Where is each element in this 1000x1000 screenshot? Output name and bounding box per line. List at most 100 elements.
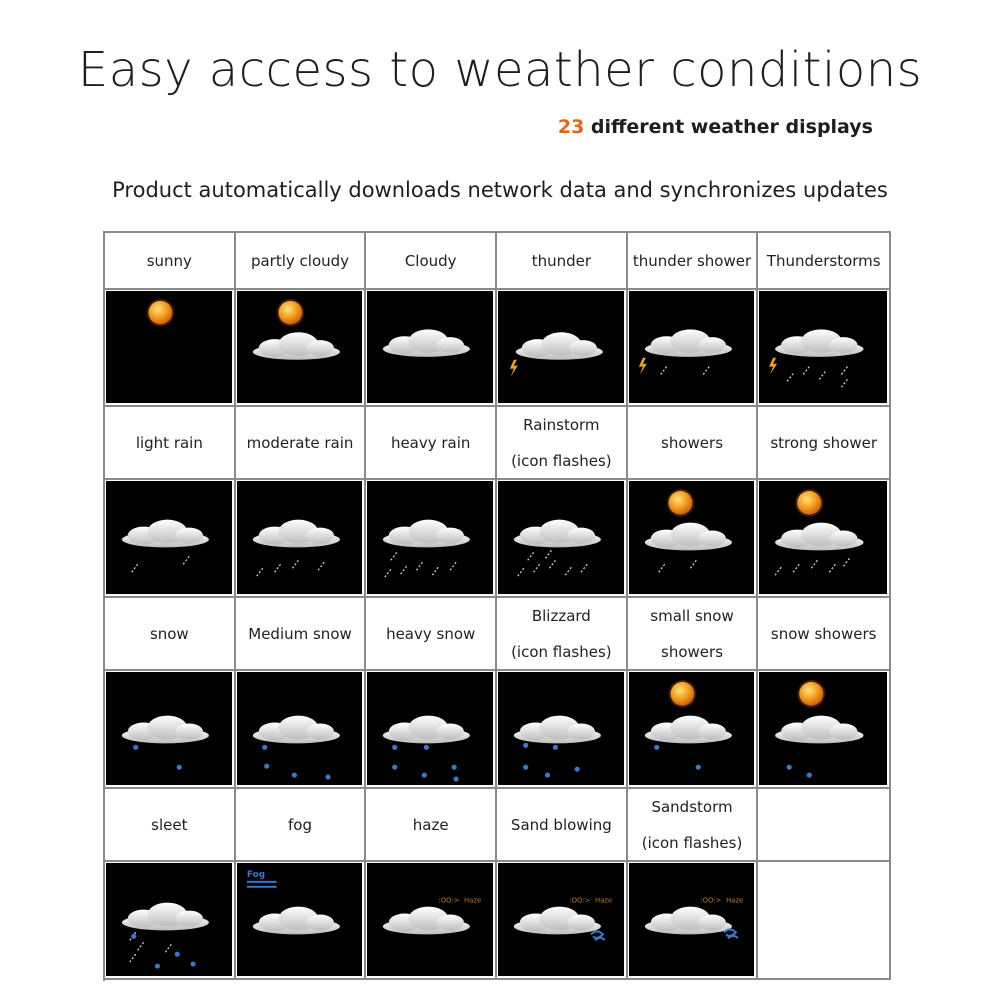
weather-icon-cell xyxy=(105,480,236,598)
snow-flake xyxy=(786,764,793,770)
snow-flake xyxy=(154,963,161,969)
snow-flake xyxy=(453,776,459,782)
svg-text::OO:>: :OO:> xyxy=(439,897,460,905)
weather-label: moderate rain xyxy=(235,407,367,480)
haze-label: :OO:>Haze xyxy=(439,897,482,905)
sun-cloud-icon-graphic xyxy=(252,298,340,360)
weather-label: thunder xyxy=(497,233,628,290)
weather-label: Sandstorm(icon flashes) xyxy=(627,789,759,862)
weather-label-line: snow xyxy=(149,624,189,643)
snow-flake xyxy=(424,744,430,750)
rain-drop xyxy=(527,551,535,561)
snow-icon-graphic xyxy=(121,715,209,770)
weather-icon-cell xyxy=(105,862,236,980)
weather-label-line: heavy rain xyxy=(390,433,471,452)
weather-label-line: heavy snow xyxy=(386,624,476,643)
weather-label-line: Cloudy xyxy=(404,251,457,270)
weather-label-line: (icon flashes) xyxy=(511,642,612,661)
weather-icon-cell xyxy=(366,290,498,407)
display-count: 23 different weather displays xyxy=(558,116,873,138)
rain-drop xyxy=(384,568,392,578)
svg-text::OO:>: :OO:> xyxy=(700,897,721,905)
sand-blowing-icon: :OO:>Haze xyxy=(498,863,624,976)
sun xyxy=(666,488,694,517)
weather-label-line: moderate rain xyxy=(246,433,354,452)
rain-drop xyxy=(416,561,424,571)
cloud-icon xyxy=(367,291,494,403)
rain-drop xyxy=(255,567,263,577)
weather-label: sunny xyxy=(105,233,236,290)
weather-label: Cloudy xyxy=(366,233,498,290)
sun-icon-graphic xyxy=(146,298,175,327)
icon-row xyxy=(105,480,892,598)
weather-label: thunder shower xyxy=(627,233,759,290)
svg-text::OO:>: :OO:> xyxy=(569,897,590,905)
rain-drop xyxy=(273,563,281,573)
haze-label: :OO:>Haze xyxy=(569,897,612,905)
rain-drop xyxy=(129,953,137,963)
weather-icon-cell xyxy=(497,290,628,407)
rain-drop xyxy=(841,379,849,388)
cloud xyxy=(252,906,340,935)
weather-label-line: strong shower xyxy=(770,433,878,452)
weather-label: showers xyxy=(627,407,759,480)
rain-drop xyxy=(548,559,556,569)
cloud xyxy=(775,522,864,551)
weather-label-line: small snow xyxy=(650,606,734,625)
icon-row xyxy=(105,290,892,407)
rain-drop xyxy=(689,559,697,569)
sun-icon xyxy=(106,291,232,403)
weather-icon-cell xyxy=(758,290,892,407)
moderate-rain-icon xyxy=(236,481,363,594)
rain-drop xyxy=(793,563,801,573)
svg-text:Fog: Fog xyxy=(247,870,265,880)
cloud xyxy=(383,906,471,935)
svg-text:Haze: Haze xyxy=(726,897,743,905)
weather-label: Sand blowing xyxy=(497,789,628,862)
sand-blowing-icon-graphic: :OO:>Haze xyxy=(513,897,612,942)
weather-label-line: partly cloudy xyxy=(250,251,350,270)
thunderstorms-icon xyxy=(759,291,888,403)
rain-drop xyxy=(811,559,819,569)
thunder-icon xyxy=(498,291,624,403)
sleet-icon xyxy=(106,863,232,976)
rain-drop xyxy=(657,563,665,573)
fog-label: Fog xyxy=(246,870,277,888)
weather-label: snow xyxy=(105,598,236,671)
heavy-snow-icon xyxy=(367,672,494,785)
weather-label-line: Blizzard xyxy=(531,606,591,625)
cloud xyxy=(252,715,340,744)
rain-drop xyxy=(533,563,541,573)
rain-drop xyxy=(517,567,525,577)
cloud xyxy=(513,906,601,935)
snow-flake xyxy=(392,744,398,750)
rain-drop xyxy=(182,555,190,565)
snow-flake xyxy=(325,774,331,780)
weather-label: Medium snow xyxy=(235,598,367,671)
light-rain-icon-graphic xyxy=(121,519,209,573)
rain-drop xyxy=(291,559,299,569)
icon-row xyxy=(105,671,892,789)
snow-flake xyxy=(574,766,580,772)
snow-flake xyxy=(451,764,457,770)
cloud xyxy=(383,519,471,548)
weather-label: Blizzard (icon flashes) xyxy=(497,598,628,671)
snow-flake xyxy=(523,764,529,770)
small-snow-showers-icon-graphic xyxy=(644,679,732,770)
weather-label: light rain xyxy=(105,407,236,480)
cloud xyxy=(513,519,601,548)
display-count-text: different weather displays xyxy=(584,116,873,138)
weather-label-line: sunny xyxy=(146,251,192,270)
display-count-number: 23 xyxy=(557,116,585,138)
weather-label-line: haze xyxy=(412,815,449,834)
cloud xyxy=(121,902,209,931)
fog-icon: Fog xyxy=(236,863,363,976)
sun xyxy=(797,679,826,708)
weather-label: heavy rain xyxy=(366,407,498,480)
cloud xyxy=(644,522,732,551)
cloud xyxy=(644,906,732,935)
